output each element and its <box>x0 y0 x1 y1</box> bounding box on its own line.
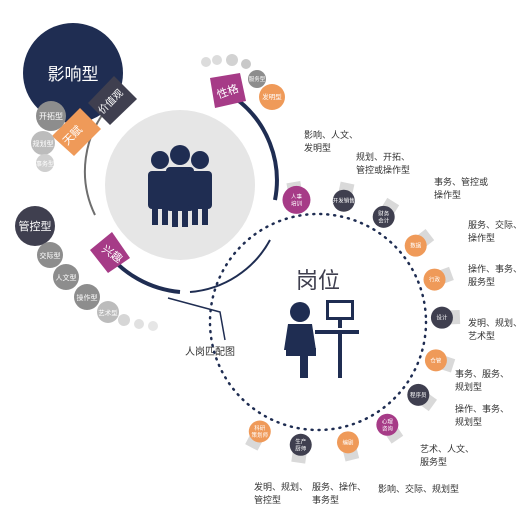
dot <box>212 55 222 65</box>
job-desc: 服务、操作、 <box>312 481 366 493</box>
job-badge <box>407 383 430 406</box>
dot <box>241 59 251 69</box>
job-badge <box>289 433 312 456</box>
job-badge <box>430 306 453 329</box>
fuwu-circle <box>248 70 266 88</box>
worker-icon <box>284 300 359 378</box>
dot <box>148 321 158 331</box>
job-badge <box>332 189 355 212</box>
job-badge <box>423 268 446 291</box>
job-badge-label: 编剧 <box>342 438 354 446</box>
job-badge-label: 仓管 <box>430 356 442 364</box>
job-desc: 发明、规划、 <box>254 481 308 493</box>
dot <box>226 54 238 66</box>
navy-arc-right <box>189 239 271 293</box>
renwen-circle <box>53 264 79 290</box>
kaituo-circle <box>36 101 66 131</box>
job-badge-label: 培训 <box>291 199 303 207</box>
job-desc: 艺术、人文、 <box>420 443 474 455</box>
job-badge <box>372 205 395 228</box>
fuwu-label: 服务型 <box>249 75 266 83</box>
job-desc: 发明型 <box>304 142 331 154</box>
job-badge-label: 科研 <box>254 424 266 432</box>
job-desc: 操作、事务、 <box>468 263 522 275</box>
job-badge-label: 会计 <box>378 216 390 224</box>
job-desc: 服务型 <box>468 276 495 288</box>
match-label: 人岗匹配图 <box>185 346 235 358</box>
job-badge-label: 数据 <box>410 242 422 250</box>
job-badge-label: 策划师 <box>252 431 269 439</box>
yishu-circle <box>97 301 119 323</box>
shiwu-circle <box>36 154 54 172</box>
job-badge <box>282 185 311 214</box>
job-desc: 影响、交际、规划型 <box>378 483 459 495</box>
job-badge <box>336 431 359 454</box>
dot <box>118 314 130 326</box>
guankong-circle <box>15 206 55 246</box>
job-badge-label: 厨师 <box>295 444 307 452</box>
job-desc: 操作型 <box>468 232 495 244</box>
xingge-band <box>210 73 246 108</box>
job-desc: 发明、规划、 <box>468 317 522 329</box>
job-desc: 服务、交际、 <box>468 219 522 231</box>
shiwu-label: 事务型 <box>36 160 54 168</box>
job-badge <box>424 349 447 372</box>
job-desc: 事务、服务、 <box>455 368 509 380</box>
jiaoji-circle <box>37 242 63 268</box>
job-badge-label: 生产 <box>295 437 307 445</box>
job-desc: 事务型 <box>312 494 339 506</box>
job-desc: 管控或操作型 <box>356 164 410 176</box>
job-desc: 艺术型 <box>468 330 495 342</box>
job-badge-label: 程序员 <box>410 391 427 399</box>
job-badge-label: 行政 <box>429 276 441 284</box>
job-badge-label: 心理 <box>382 418 394 425</box>
navy-arc-top <box>233 96 279 201</box>
job-badge-label: 开发销售 <box>333 197 355 205</box>
job-desc: 操作型 <box>434 189 461 201</box>
job-desc: 服务型 <box>420 456 447 468</box>
job-badge-label: 咨询 <box>382 424 394 432</box>
job-desc: 管控型 <box>254 494 281 506</box>
jiaoji-label: 交际型 <box>40 251 61 260</box>
job-desc: 操作、事务、 <box>455 403 509 415</box>
dot <box>134 319 144 329</box>
caozuo-label: 操作型 <box>77 293 98 302</box>
people-icon <box>148 145 212 227</box>
faming-circle <box>259 84 285 110</box>
job-desc: 规划型 <box>455 416 482 428</box>
connector-line <box>167 297 226 341</box>
dot <box>201 57 211 67</box>
job-badge <box>376 413 399 436</box>
gray-arc <box>83 104 111 216</box>
job-badge-label: 财务 <box>378 209 390 217</box>
job-badge <box>404 234 427 257</box>
job-badge-label: 设计 <box>436 314 448 322</box>
renwen-label: 人文型 <box>56 273 77 282</box>
kaituo-label: 开拓型 <box>39 111 63 121</box>
job-circle <box>208 212 428 432</box>
guihua-circle <box>31 131 55 155</box>
xingqu-band <box>90 232 130 273</box>
tianfu-band <box>52 108 101 156</box>
job-desc: 事务、管控或 <box>434 176 488 188</box>
yishu-label: 艺术型 <box>98 308 118 317</box>
job-badge-label: 人事 <box>291 192 303 200</box>
guankong-label: 管控型 <box>19 219 52 233</box>
caozuo-circle <box>74 284 100 310</box>
faming-label: 发明型 <box>262 92 282 101</box>
big-label: 影响型 <box>48 65 99 85</box>
job-desc: 规划、开拓、 <box>356 151 410 163</box>
job-badge <box>248 420 271 443</box>
guihua-label: 规划型 <box>33 139 54 148</box>
job-title: 岗位 <box>296 269 340 294</box>
job-desc: 规划型 <box>455 381 482 393</box>
jiazhiguan-band <box>88 76 137 125</box>
job-desc: 影响、人文、 <box>304 129 358 141</box>
